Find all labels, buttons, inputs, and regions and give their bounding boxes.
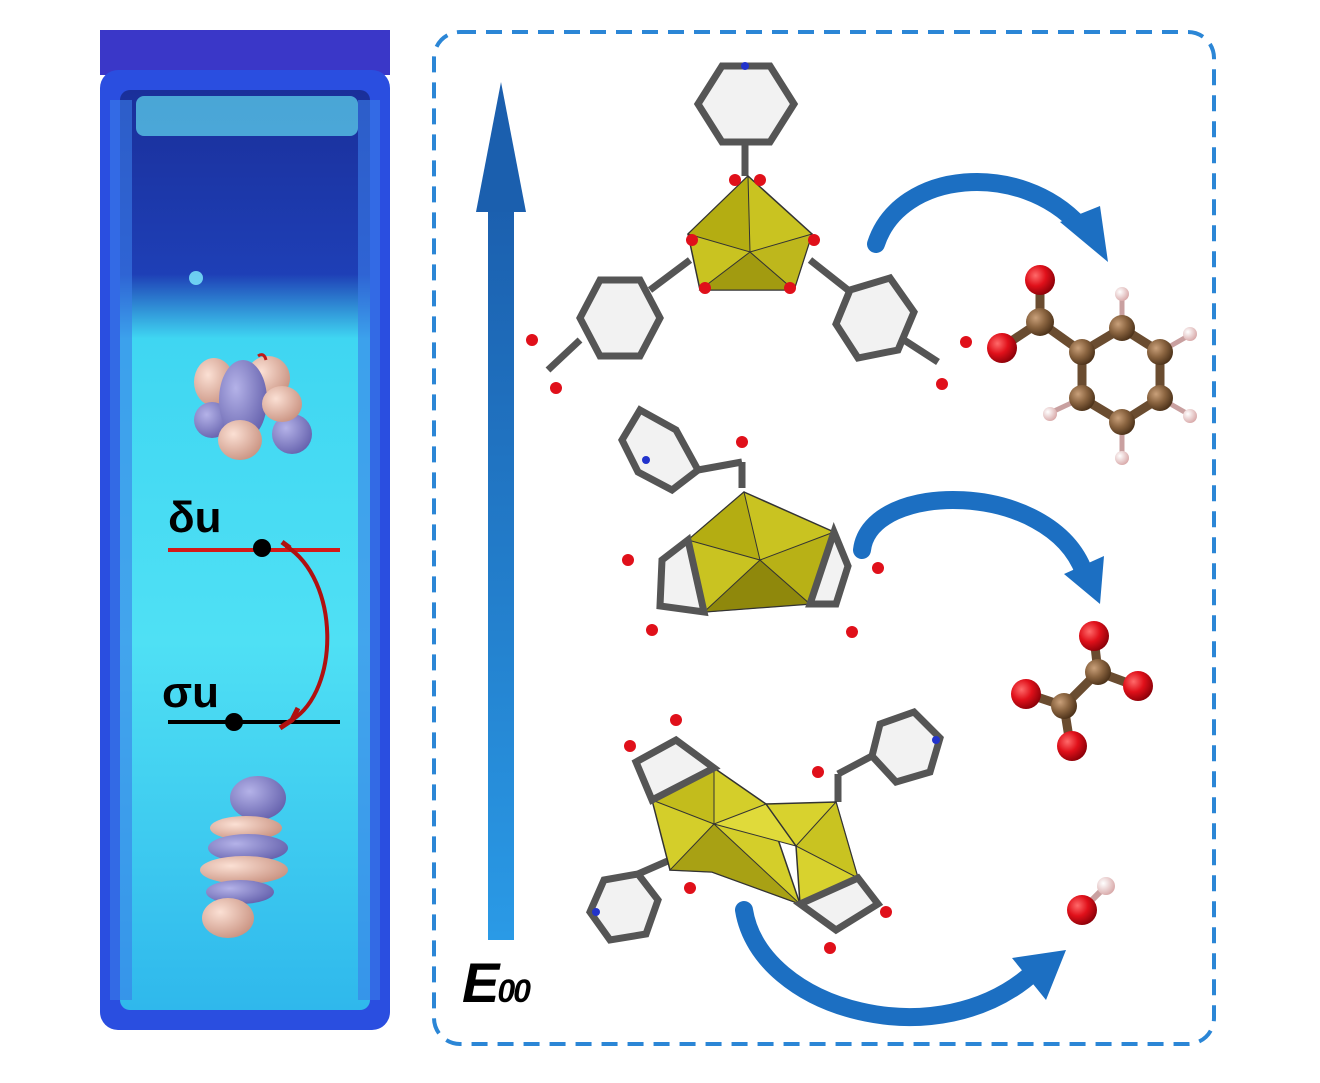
delta-u-label: δu — [168, 493, 222, 542]
cluster-bottom — [585, 707, 944, 954]
delta-electron — [253, 539, 271, 557]
delta-orbital — [194, 353, 312, 460]
transition-arrow — [284, 544, 330, 722]
cuvette — [100, 30, 390, 1030]
sigma-electron — [225, 713, 243, 731]
cuvette-cap — [100, 30, 390, 75]
sigma-u-label: σu — [162, 668, 219, 717]
curved-arrow-bottom — [735, 901, 1066, 1026]
curved-arrow-top — [867, 173, 1108, 262]
e00-label: E00 — [462, 950, 531, 1015]
e00-sub: 00 — [497, 973, 531, 1009]
benzoate-molecule — [987, 265, 1197, 465]
cluster-top — [526, 62, 972, 394]
cluster-middle — [618, 405, 884, 638]
oxalate-molecule — [1011, 621, 1153, 761]
curved-arrow-middle — [853, 490, 1104, 604]
energy-arrow — [476, 82, 526, 940]
hydroxide-molecule — [1067, 877, 1115, 925]
panel-border — [432, 30, 1216, 1046]
sigma-orbital — [200, 776, 288, 938]
e00-main: E — [462, 951, 499, 1014]
